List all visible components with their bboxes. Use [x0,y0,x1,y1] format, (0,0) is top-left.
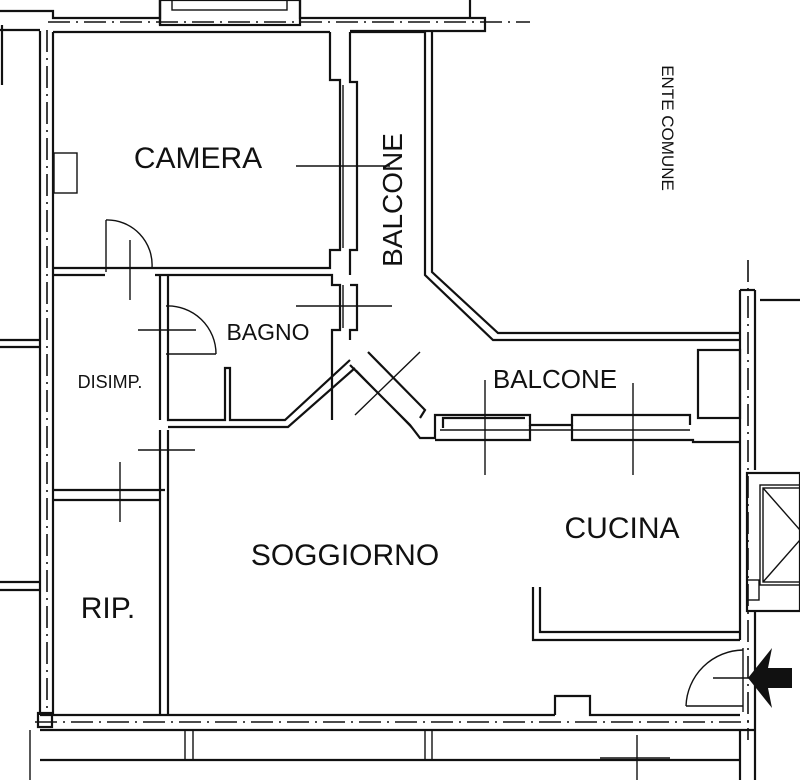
label-disimp: DISIMP. [78,372,143,392]
entrance-arrow-icon [748,648,792,708]
doors [105,219,792,712]
bagno-door [138,305,217,355]
room-labels: CAMERA BALCONE ENTE COMUNE BAGNO DISIMP.… [78,65,680,625]
label-bagno: BAGNO [226,319,309,345]
label-camera: CAMERA [134,142,262,175]
label-ente-comune: ENTE COMUNE [658,65,677,191]
label-rip: RIP. [81,592,135,625]
entrance-door [685,648,750,712]
camera-door [105,219,153,300]
label-cucina: CUCINA [564,512,679,545]
label-balcone-vertical: BALCONE [377,133,408,267]
interior-walls [53,32,800,715]
label-soggiorno: SOGGIORNO [251,539,439,572]
label-balcone-horizontal: BALCONE [493,364,617,394]
